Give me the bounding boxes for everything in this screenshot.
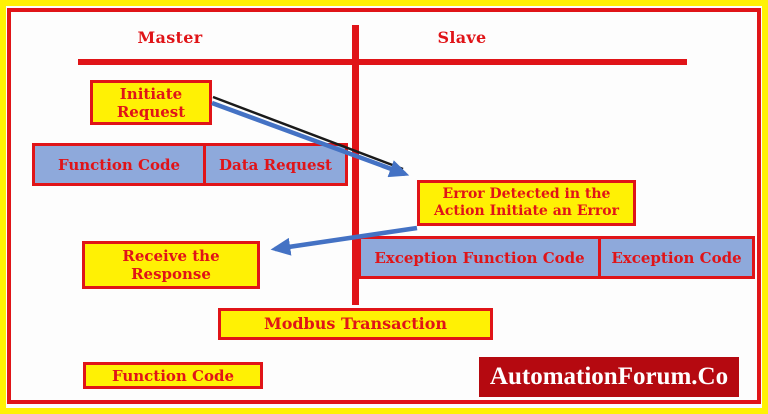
master-column-header: Master [137, 28, 203, 47]
modbus-transaction-label-box: Modbus Transaction [218, 308, 493, 340]
slave-column-header: Slave [437, 28, 487, 47]
header-underline [78, 59, 687, 65]
error-detected-box: Error Detected in the Action Initiate an… [417, 180, 636, 226]
exception-frame-exception-code-cell: Exception Code [598, 236, 755, 279]
request-frame-data-request-cell: Data Request [203, 143, 348, 186]
request-frame-function-code-cell: Function Code [32, 143, 206, 186]
receive-response-box: Receive the Response [82, 241, 260, 289]
inner-red-border-frame [7, 8, 761, 404]
response-frame-function-code-box: Function Code [83, 362, 263, 389]
initiate-request-box: Initiate Request [90, 80, 212, 125]
exception-frame-function-code-cell: Exception Function Code [358, 236, 601, 279]
automationforum-brand-logo: AutomationForum.Co [479, 357, 739, 397]
